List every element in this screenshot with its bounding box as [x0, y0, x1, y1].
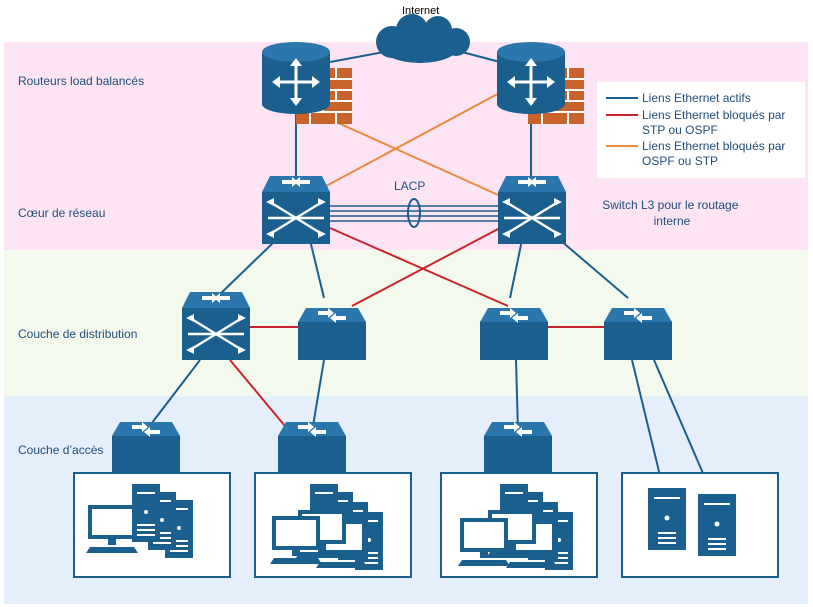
distribution-switch-icon — [298, 308, 366, 360]
distribution-switch-icon — [604, 308, 672, 360]
layer-label-routers: Routeurs load balancés — [18, 74, 144, 88]
link-active — [559, 239, 629, 299]
layer-label-core: Cœur de réseau — [18, 206, 105, 220]
link-active — [309, 239, 325, 299]
link-active — [515, 359, 519, 433]
legend: Liens Ethernet actifs Liens Ethernet blo… — [597, 82, 805, 178]
lacp-ring — [407, 198, 421, 228]
cloud-icon — [376, 14, 470, 63]
server-icon — [648, 488, 686, 550]
link-active — [311, 359, 325, 433]
link-blocked-red — [351, 227, 501, 307]
core-switch-icon — [260, 174, 332, 246]
legend-blocked-ospf-line2: OSPF ou STP — [642, 154, 718, 168]
link-active — [653, 359, 713, 495]
access-switch-icon — [484, 422, 552, 474]
link-active — [509, 239, 523, 299]
band-distribution — [4, 250, 808, 396]
switch-l3-note-line2: interne — [654, 214, 691, 228]
links — [144, 89, 713, 495]
link-active — [215, 239, 277, 299]
legend-blocked-ospf-line1: Liens Ethernet bloqués par — [642, 139, 785, 153]
svg-text:Liens Ethernet bloqués par: Liens Ethernet bloqués par STP ou OSPF — [642, 108, 789, 137]
link-active — [329, 51, 385, 63]
router-icon — [260, 40, 332, 116]
link-active — [631, 359, 664, 489]
router-icon — [495, 40, 567, 116]
lacp-label: LACP — [394, 179, 425, 193]
layer-label-access: Couche d’accès — [18, 443, 103, 457]
server-icon — [698, 494, 736, 556]
switch-l3-note-line1: Switch L3 pour le routage — [602, 198, 738, 212]
svg-text:Liens Ethernet bloqués par: Liens Ethernet bloqués par OSPF ou STP — [642, 139, 789, 168]
internet-label: Internet — [402, 5, 439, 17]
switch-l3-note: Switch L3 pour le routage interne — [602, 198, 741, 228]
access-switch-icon — [112, 422, 180, 474]
legend-blocked-stp-line2: STP ou OSPF — [642, 123, 718, 137]
layer-label-distribution: Couche de distribution — [18, 327, 137, 341]
link-active — [144, 359, 201, 433]
link-blocked-orange — [314, 89, 506, 193]
distribution-l3-switch-icon — [180, 290, 252, 362]
distribution-switch-icon — [480, 308, 548, 360]
link-blocked-red — [329, 227, 509, 307]
legend-active: Liens Ethernet actifs — [642, 91, 751, 105]
core-switch-icon — [496, 174, 568, 246]
legend-blocked-stp-line1: Liens Ethernet bloqués par — [642, 108, 785, 122]
link-active — [461, 51, 501, 63]
link-blocked-red — [229, 359, 291, 433]
access-switch-icon — [278, 422, 346, 474]
